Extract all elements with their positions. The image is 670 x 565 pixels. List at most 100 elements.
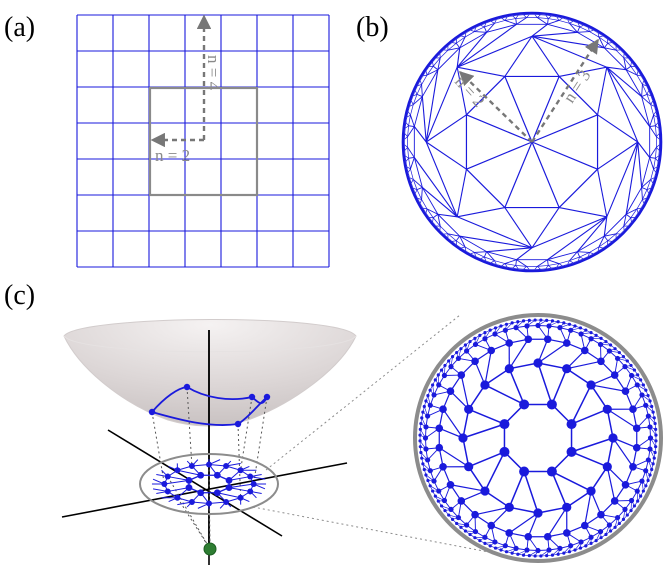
lattice-node	[436, 488, 442, 494]
lattice-node	[425, 413, 431, 419]
projected-node	[197, 471, 205, 479]
tiling-edge	[655, 166, 658, 173]
lattice-node	[589, 331, 593, 335]
tiling-edge	[405, 122, 407, 129]
lattice-node	[550, 319, 555, 323]
tiling-edge	[421, 69, 439, 97]
tiling-edge	[566, 368, 592, 386]
tiling-edge	[642, 84, 647, 86]
lattice-node	[556, 552, 560, 556]
tiling-edge	[597, 141, 639, 170]
lattice-node	[482, 336, 488, 342]
lattice-node	[634, 488, 640, 494]
lattice-node	[621, 355, 626, 359]
lattice-node	[562, 551, 566, 555]
tiling-edge	[641, 96, 651, 127]
lattice-node	[435, 424, 444, 433]
tiling-edge	[484, 490, 510, 508]
panel-c-hyperboloid-projection: (c)	[4, 280, 663, 565]
apex-point	[203, 542, 217, 556]
lattice-node	[578, 546, 583, 550]
tiling-edge	[501, 16, 508, 19]
tiling-edge	[426, 66, 434, 76]
lattice-node	[567, 322, 572, 326]
tiling-edge	[447, 42, 457, 51]
tiling-edge	[437, 213, 458, 218]
tiling-edge	[656, 161, 659, 167]
tiling-edge	[650, 168, 654, 180]
tiling-edge	[598, 246, 603, 249]
tiling-edge	[447, 237, 453, 242]
tiling-edge	[421, 84, 423, 97]
tiling-edge	[462, 409, 470, 439]
apex-projection-line	[177, 497, 211, 550]
tiling-edge	[421, 186, 458, 218]
lattice-node	[632, 424, 641, 433]
tiling-edge	[567, 262, 574, 265]
projected-disk-rim	[139, 453, 279, 515]
tiling-edge	[556, 265, 563, 268]
lattice-node	[499, 419, 510, 430]
lattice-node	[441, 372, 448, 379]
lattice-node	[464, 462, 474, 472]
tiling-edge	[657, 155, 659, 162]
tiling-edge	[531, 35, 560, 77]
tiling-edge	[459, 235, 533, 249]
tiling-edge	[407, 111, 411, 116]
lattice-node	[617, 350, 621, 355]
lattice-node	[545, 318, 549, 322]
tiling-edge	[413, 126, 427, 143]
projected-node	[225, 476, 233, 484]
tiling-edge	[531, 35, 608, 68]
tiling-edge	[571, 408, 608, 425]
tiling-edge	[447, 42, 453, 47]
annotation-n-vertical: n = 4	[204, 55, 223, 91]
tiling-edge	[602, 35, 608, 40]
tiling-edge	[425, 66, 430, 72]
tiling-edge	[637, 141, 643, 188]
tiling-edge	[480, 256, 485, 259]
tiling-edge	[655, 125, 657, 137]
lattice-node	[446, 387, 455, 396]
tiling-edge	[475, 256, 481, 259]
tiling-edge	[443, 233, 449, 239]
lattice-node	[606, 348, 612, 354]
tiling-edge	[504, 259, 517, 264]
tiling-edge	[615, 233, 621, 239]
lattice-node	[455, 514, 462, 521]
lattice-node	[524, 323, 530, 329]
lattice-node	[516, 320, 520, 324]
projected-node	[188, 498, 195, 505]
lattice-node	[504, 364, 514, 374]
tiling-edge	[636, 199, 643, 210]
tiling-edge	[411, 182, 414, 189]
tiling-edge	[415, 90, 418, 95]
lattice-node	[492, 331, 498, 337]
tiling-edge	[459, 31, 487, 49]
tiling-edge	[468, 451, 505, 468]
lattice-node	[428, 484, 432, 488]
tiling-edge	[452, 42, 457, 44]
tiling-edge	[437, 214, 441, 227]
tiling-edge	[577, 251, 590, 253]
lattice-node	[608, 343, 613, 347]
tiling-edge	[572, 260, 579, 263]
tiling-edge	[456, 31, 488, 68]
tiling-edge	[416, 93, 423, 97]
lattice-node	[614, 355, 621, 362]
lattice-node	[464, 522, 470, 528]
surface-projection-line	[186, 386, 193, 467]
tiling-edge	[504, 263, 516, 266]
tiling-edge	[466, 141, 533, 170]
tiling-edge	[642, 199, 645, 204]
tiling-edge	[648, 188, 652, 194]
tiling-edge	[627, 221, 632, 227]
tiling-edge	[515, 18, 517, 25]
lattice-node	[521, 319, 526, 323]
lattice-node	[535, 322, 541, 329]
lattice-node	[421, 410, 425, 414]
tiling-edge	[516, 247, 533, 261]
tiling-edge	[649, 157, 656, 159]
lattice-node	[510, 321, 514, 325]
tiling-edge	[456, 240, 466, 248]
